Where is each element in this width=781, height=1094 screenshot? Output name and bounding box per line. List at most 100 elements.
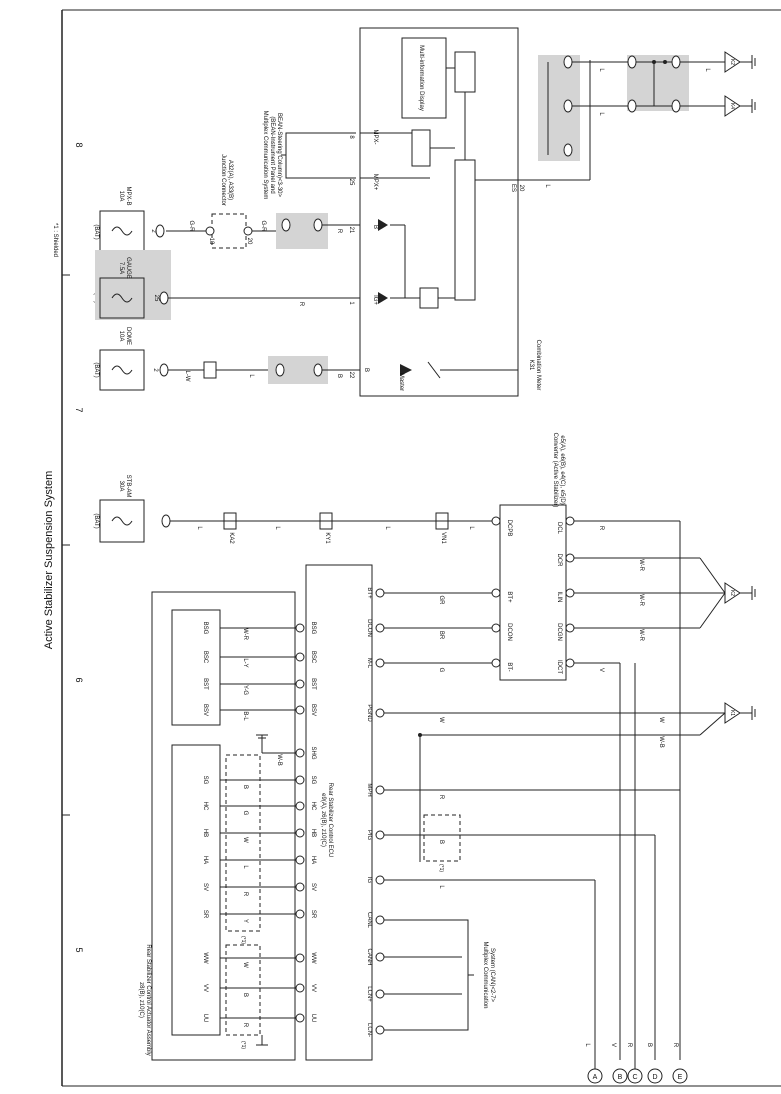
wire-color: L xyxy=(196,526,202,530)
ecu-body xyxy=(305,564,373,1061)
actuator-pin: WW xyxy=(202,952,208,964)
fuse-icon xyxy=(111,293,133,303)
converter-pin: BT+ xyxy=(506,591,512,603)
ground-label: K1 xyxy=(729,710,735,716)
terminal-label: A xyxy=(593,1074,598,1081)
ecu-pin: PGND xyxy=(366,704,372,722)
ground-k2-top: K2 xyxy=(724,51,756,73)
actuator-sensor-block xyxy=(171,609,221,726)
diode-icon xyxy=(378,292,388,304)
ecu-terminal xyxy=(295,983,305,993)
wire-color: L xyxy=(544,184,550,188)
ecu-terminal xyxy=(295,1013,305,1023)
fuse-rating: 7.5A xyxy=(118,262,124,274)
actuator-pin: HA xyxy=(202,856,208,864)
meter-body xyxy=(359,27,519,397)
connector-id: KA2 xyxy=(228,532,234,544)
meter-pin-label: B xyxy=(372,225,378,229)
ecu-terminal xyxy=(295,828,305,838)
connector-pin xyxy=(627,55,637,69)
grid-number-8: 8 xyxy=(74,142,84,147)
fuse-gauge: (IG) 7.5A GAUGE 25 xyxy=(93,250,171,320)
wire-color: G-R xyxy=(260,221,266,233)
splice-dot xyxy=(418,733,422,737)
connector-pin xyxy=(563,99,573,113)
ecu-terminal xyxy=(295,801,305,811)
ecu-pin: IG xyxy=(366,877,372,884)
ground-k2-mid: K2 xyxy=(724,582,756,604)
ground-triangle-icon xyxy=(724,702,741,724)
mpx-line2: BEAN-Steering Column)<3-30> xyxy=(276,113,282,198)
fuse-box xyxy=(99,277,145,319)
converter-terminal xyxy=(565,516,575,526)
fuse-icon xyxy=(111,516,133,526)
ecu-pin: WW xyxy=(310,952,316,964)
grid-number-5: 5 xyxy=(74,947,84,952)
mpx-title: Multiplex Communication System xyxy=(262,111,268,200)
actuator-pin: UU xyxy=(202,1014,208,1023)
connector-id: VN1 xyxy=(440,532,446,544)
connector-pin xyxy=(671,55,681,69)
ecu-pin: M-L xyxy=(366,658,372,669)
ecu-pin: UU xyxy=(310,1014,316,1023)
master-label: Master xyxy=(398,373,404,391)
wire-color: B xyxy=(242,993,248,997)
wire-color: W xyxy=(438,717,444,723)
junction-name: Junction Connector xyxy=(220,154,226,206)
ecu-terminal xyxy=(375,658,385,668)
terminal-label: D xyxy=(652,1074,657,1081)
bus-letter: V xyxy=(610,1043,616,1047)
ecu-pin: CANL xyxy=(366,912,372,929)
ecu-pin: BST xyxy=(310,678,316,690)
grid-number-6: 6 xyxy=(74,677,84,682)
mpx-brace xyxy=(281,132,292,179)
actuator-pin: HC xyxy=(202,802,208,811)
meter-regulator xyxy=(419,287,439,309)
meter-pin-label: MPX+ xyxy=(372,174,378,191)
inline-connector xyxy=(203,361,217,379)
shield-mark: (*1) xyxy=(240,1041,246,1049)
wire-color: R xyxy=(336,229,342,234)
ecu-terminal xyxy=(375,875,385,885)
converter-terminal xyxy=(491,516,501,526)
ecu-terminal xyxy=(295,679,305,689)
connector-pin xyxy=(563,143,573,157)
converter-terminal xyxy=(491,623,501,633)
meter-pin-number: 22 xyxy=(348,372,354,379)
wire-color: V xyxy=(598,668,604,672)
actuator-pin: HB xyxy=(202,829,208,837)
ecu-terminal xyxy=(375,708,385,718)
ecu-name: Rear Stabilizer Control ECU xyxy=(327,783,333,858)
connector-pin xyxy=(161,514,171,528)
converter-terminal xyxy=(565,623,575,633)
fuse-icon xyxy=(111,365,133,375)
ecu-left-terminals xyxy=(295,623,305,1023)
wire-color: R xyxy=(298,302,304,307)
ecu-terminal xyxy=(295,882,305,892)
converter-terminal xyxy=(565,588,575,598)
ecu-terminal xyxy=(375,989,385,999)
converter-pin: DCR xyxy=(556,554,562,568)
can-brace xyxy=(462,919,474,1031)
ecu-terminal xyxy=(295,909,305,919)
wire-color: W-B xyxy=(658,736,664,748)
junction-pin xyxy=(243,226,253,236)
pin-number: 2 xyxy=(152,368,158,372)
ecu-terminal xyxy=(295,748,305,758)
wire-color: L xyxy=(468,526,474,530)
ecu-pin: BSC xyxy=(310,651,316,664)
converter-ids: e5(A), e6(B), e4(C), e5(D) xyxy=(559,435,565,504)
wire-color: G-R xyxy=(188,221,194,233)
ecu-pin: BT+ xyxy=(366,587,372,599)
meter-pin-label: MPX- xyxy=(372,130,378,145)
fuse-rating: 10A xyxy=(118,191,124,202)
fuse-rating: 10A xyxy=(118,331,124,342)
fuse-name: STB-AM xyxy=(125,475,131,498)
diagram-title: Active Stabilizer Suspension System xyxy=(43,471,55,650)
actuator-assembly: z8(B), z10(C) Rear Stabilizer Control Ac… xyxy=(138,591,296,1061)
actuator-pin: SG xyxy=(202,776,208,785)
terminal-e xyxy=(672,1068,688,1084)
shield-box xyxy=(225,754,261,932)
wire-color: B xyxy=(336,374,342,378)
